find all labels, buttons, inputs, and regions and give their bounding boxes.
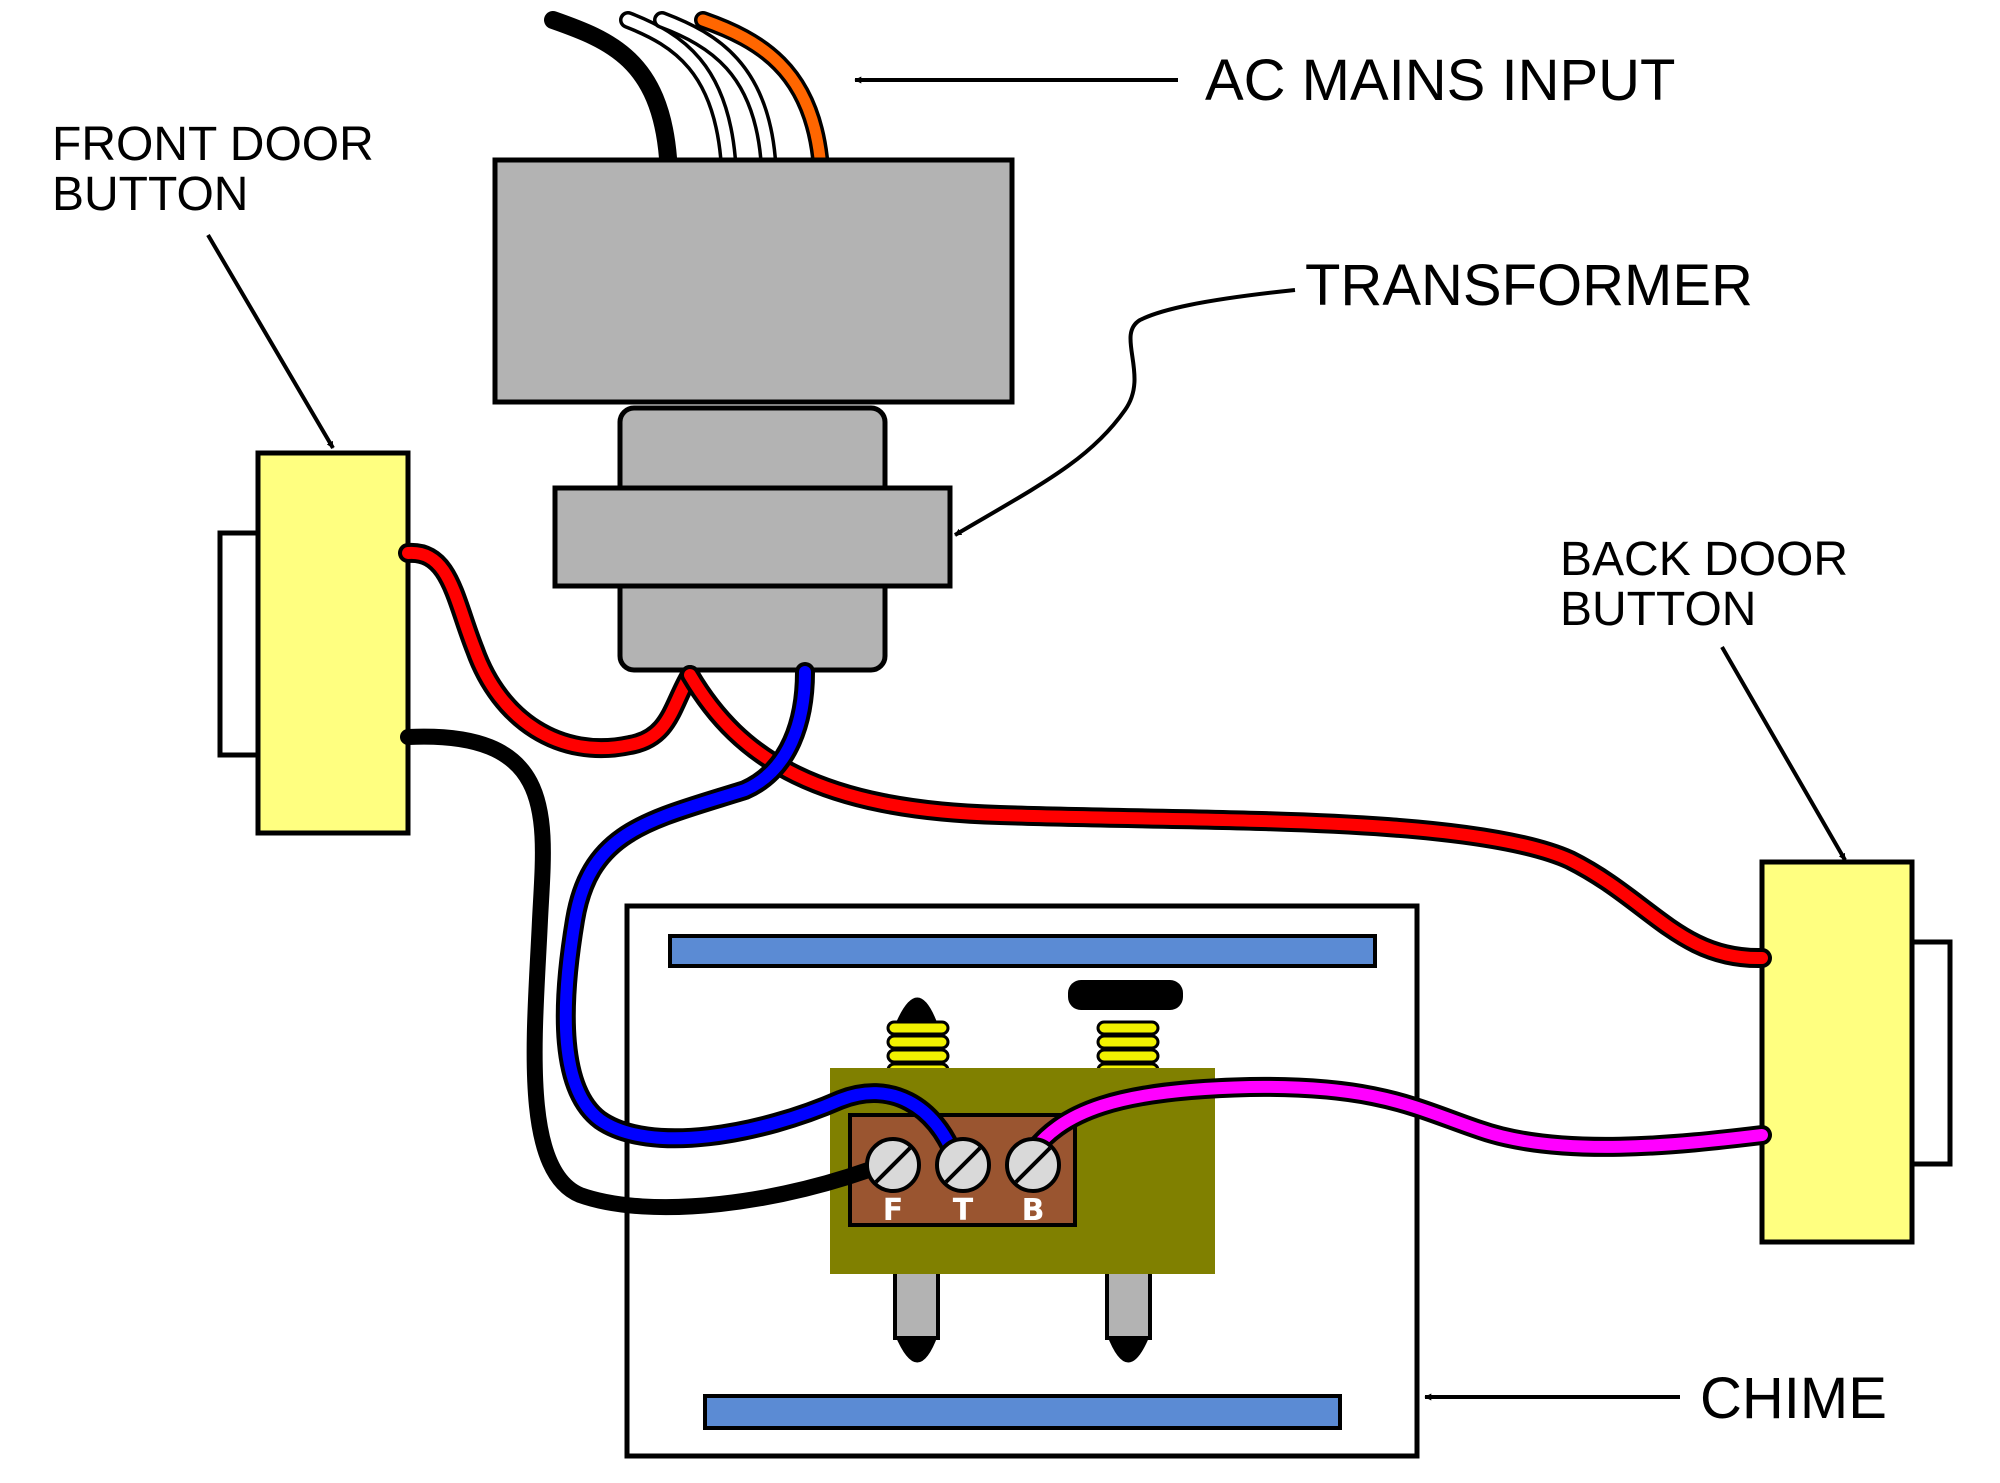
chime-bar-bottom (703, 1394, 1342, 1430)
front-door-button-press (217, 530, 263, 758)
terminal-label-b: B (1022, 1193, 1045, 1228)
label-chime: CHIME (1700, 1366, 1887, 1431)
screw-b (1005, 1137, 1061, 1193)
front-door-button (217, 450, 411, 836)
wire-black (400, 728, 898, 1216)
terminal-label-f: F (883, 1193, 904, 1228)
leader-arrows (206, 76, 1847, 1401)
screw-f (865, 1137, 921, 1193)
arrow-transformer (953, 288, 1296, 537)
label-back-door-line1: BACK DOOR (1560, 533, 1848, 586)
chime-bar-top (668, 934, 1377, 968)
label-front-door-line1: FRONT DOOR (52, 118, 374, 171)
wire-magenta (1018, 1076, 1772, 1168)
label-ac-mains-input: AC MAINS INPUT (1205, 48, 1676, 113)
terminal-screws: F T B (865, 1137, 1061, 1228)
label-back-door-line2: BUTTON (1560, 583, 1756, 636)
screw-t (935, 1137, 991, 1193)
transformer (492, 157, 1015, 673)
label-front-door-line2: BUTTON (52, 168, 248, 221)
back-door-button (1759, 859, 1953, 1245)
plunger-left (893, 997, 940, 1363)
wire-red-front (398, 542, 700, 759)
transformer-flange (552, 485, 953, 589)
plunger-right (1068, 980, 1183, 1363)
wire-red-back (680, 665, 1772, 969)
spring-left (886, 1020, 950, 1078)
back-door-button-body (1759, 859, 1915, 1245)
spring-right (1096, 1020, 1160, 1078)
arrow-back-door (1720, 645, 1847, 862)
label-transformer: TRANSFORMER (1305, 253, 1753, 318)
transformer-top (492, 157, 1015, 405)
front-door-button-body (255, 450, 411, 836)
ac-mains-wires (544, 11, 829, 167)
wire-blue (555, 662, 965, 1168)
back-door-button-press (1907, 939, 1953, 1167)
arrow-front-door (206, 233, 335, 450)
terminal-label-t: T (953, 1193, 974, 1228)
